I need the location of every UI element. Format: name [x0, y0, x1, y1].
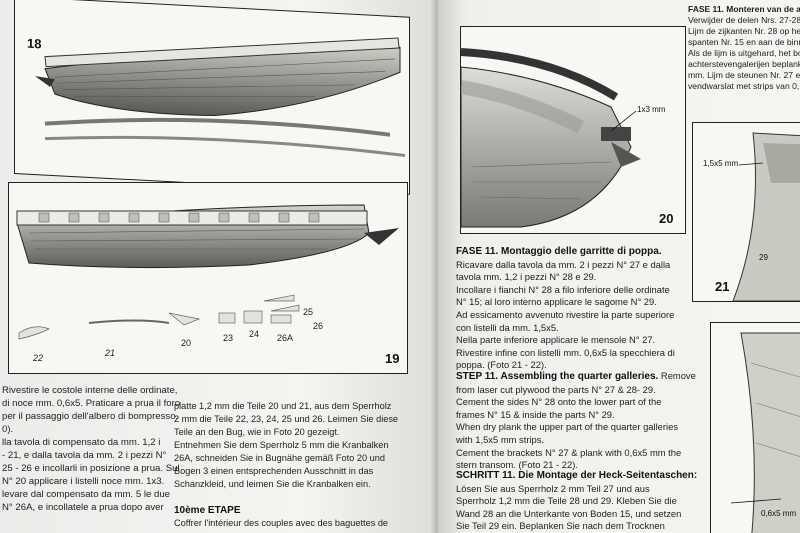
heading-continuation: Remove [658, 370, 696, 381]
text-line: Incollare i fianchi N° 28 a filo inferio… [456, 283, 670, 295]
text-line: levare dal compensato da mm. 5 le due [2, 489, 170, 500]
text-line: Entnehmen Sie dem Sperrholz 5 mm die Kra… [174, 440, 389, 450]
text-line: Coffrer l'intérieur des couples avec des… [174, 518, 389, 528]
text-line: tavola mm. 1,2 i pezzi N° 28 e 29. [456, 271, 597, 283]
section-heading: STEP 11. Assembling the quarter gallerie… [456, 371, 659, 382]
photo-20-frame: 1x3 mm 20 [460, 26, 686, 234]
italian-text-column-left: Rivestire le costole interne delle ordin… [2, 384, 181, 514]
text-line: 0). [2, 424, 14, 435]
german-text-column: platte 1,2 mm die Teile 20 und 21, aus d… [174, 400, 426, 491]
text-line: Schanzkleid, und leimen Sie die Kranbalk… [174, 479, 371, 489]
stern-illustration-22 [730, 332, 800, 533]
section-heading: FASE 11. Montaggio delle garritte di pop… [456, 246, 662, 257]
text-line: Cement the brackets N° 27 & plank with 0… [456, 446, 682, 458]
text-line: 25 - 26 e incollarli in posizione a prua… [2, 463, 180, 474]
left-page: 18 [0, 0, 438, 533]
annotation-1x3mm: 1x3 mm [637, 105, 666, 114]
text-line: Rivestire infine con listelli mm. 0,6x5 … [456, 346, 675, 358]
part-label-21: 21 [105, 348, 116, 358]
part-label-22: 22 [33, 353, 44, 363]
text-line: di noce mm. 0,6x5. Praticare a prua il f… [2, 398, 181, 409]
text-line: Ad essicamento avvenuto rivestire la par… [456, 308, 675, 320]
text-line: stern transom. (Foto 21 - 22). [456, 459, 578, 471]
text-line: 2 mm die Teile 22, 23, 24, 25 und 26. Le… [174, 414, 399, 424]
text-line: Cement the sides N° 28 onto the lower pa… [456, 396, 662, 408]
text-line: N° 20 applicare i listelli noce mm. 1x3. [2, 476, 165, 487]
section-heading-line: STEP 11. Assembling the quarter gallerie… [456, 370, 696, 384]
text-line: Teile an den Bug, wie in Foto 20 gezeigt… [174, 427, 340, 437]
text-line: - 21, e dalla tavola da mm. 2 i pezzi N° [2, 450, 167, 461]
text-line: Ricavare dalla tavola da mm. 2 i pezzi N… [456, 258, 671, 270]
english-section: STEP 11. Assembling the quarter gallerie… [456, 370, 696, 472]
text-line: Bogen 3 einen entsprechenden Ausschnitt … [174, 466, 374, 476]
photo-19-number: 19 [385, 351, 400, 366]
hull-illustration-19 [16, 204, 399, 340]
photo-19-frame: 22 21 20 23 24 25 26 26A 19 [8, 182, 408, 374]
part-label-20: 20 [181, 338, 192, 348]
text-line: per il passaggio dell'albero di bompress… [2, 411, 179, 422]
text-line: poppa. (Foto 21 - 22). [456, 359, 547, 371]
text-line: mm. Lijm de steunen Nr. 27 e [688, 70, 800, 80]
text-line: Rivestire le costole interne delle ordin… [2, 385, 178, 396]
text-line: 26A, schneiden Sie in Bugnähe gemäß Foto… [174, 453, 385, 463]
text-line: Nella parte inferiore applicare le menso… [456, 334, 656, 346]
photo-18-frame: 18 [14, 0, 410, 195]
photo-18-number: 18 [27, 35, 42, 52]
text-line: vendwarslat met strips van 0, [688, 81, 800, 91]
text-line: con listelli da mm. 1,5x5. [456, 321, 559, 333]
photo-21-number: 21 [715, 279, 730, 294]
text-line: N° 26A, e incollatele a prua dopo aver [2, 502, 164, 513]
dutch-text-column: FASE 11. Monteren van de a Verwijder de … [688, 4, 800, 92]
italian-section: FASE 11. Montaggio delle garritte di pop… [456, 246, 696, 372]
right-page: 1x3 mm 20 1,5x5 mm 29 21 0,6x5 mm FASE 1… [438, 0, 800, 533]
text-line: Wand 28 an die Unterkante von Boden 15, … [456, 507, 682, 519]
german-section: SCHRITT 11. Die Montage der Heck-Seitent… [456, 470, 698, 533]
text-line: N° 15; al loro interno applicare le sago… [456, 296, 657, 308]
hull-illustration-18 [35, 37, 406, 157]
text-line: Sie Teil 29 ein. Beplanken Sie nach dem … [456, 520, 665, 532]
annotation-0-6x5mm: 0,6x5 mm [761, 509, 797, 518]
text-line: spanten Nr. 15 en aan de binne [688, 37, 800, 47]
text-line: Verwijder de delen Nrs. 27-28- [688, 15, 800, 25]
photo-22-frame: 0,6x5 mm [710, 322, 800, 533]
part-label-26A: 26A [277, 333, 294, 343]
part-label-24: 24 [249, 329, 260, 339]
part-label-23: 23 [223, 333, 234, 343]
part-label-26: 26 [313, 321, 324, 331]
text-line: with 1,5x5 mm strips. [456, 433, 545, 445]
text-line: Sperrholz 1,2 mm die Teile 28 und 29. Kl… [456, 495, 677, 507]
text-line: from laser cut plywood the parts N° 27 &… [456, 383, 656, 395]
section-heading: FASE 11. Monteren van de a [688, 4, 800, 14]
text-line: Lijm de zijkanten Nr. 28 op het [688, 26, 800, 36]
stern-illustration-20 [461, 48, 641, 228]
text-line: When dry plank the upper part of the qua… [456, 421, 679, 433]
annotation-part-29: 29 [759, 253, 768, 262]
text-line: platte 1,2 mm die Teile 20 und 21, aus d… [174, 401, 392, 411]
section-heading: SCHRITT 11. Die Montage der Heck-Seitent… [456, 470, 698, 481]
stern-illustration-21 [732, 132, 800, 301]
section-heading: 10ème ETAPE [174, 505, 241, 516]
part-label-25: 25 [303, 307, 314, 317]
text-line: Als de lijm is uitgehard, het bo [688, 48, 800, 58]
text-line: lla tavola di compensato da mm. 1,2 i [2, 437, 161, 448]
text-line: Lösen Sie aus Sperrholz 2 mm Teil 27 und… [456, 482, 650, 494]
text-line: achterstevengalerijen beplank [688, 59, 800, 69]
french-section: 10ème ETAPE Coffrer l'intérieur des coup… [174, 504, 426, 530]
photo-20-number: 20 [659, 211, 674, 226]
photo-21-frame: 1,5x5 mm 29 21 [692, 122, 800, 302]
annotation-1-5x5mm: 1,5x5 mm [703, 159, 739, 168]
text-line: frames N° 15 & inside the parts N° 29. [456, 408, 615, 420]
